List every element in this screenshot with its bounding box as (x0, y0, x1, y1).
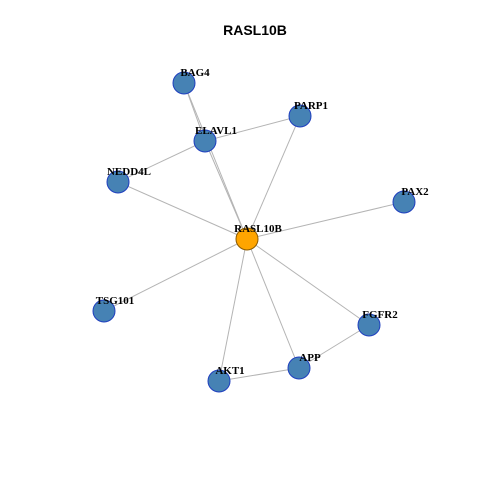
edge-rasl10b-akt1 (218, 238, 248, 382)
node-circle-fgfr2 (357, 313, 381, 337)
node-circle-akt1 (207, 369, 231, 393)
node-app: APP (287, 352, 321, 380)
edge-rasl10b-pax2 (246, 201, 405, 240)
node-label-parp1: PARP1 (294, 100, 328, 112)
edge-rasl10b-parp1 (246, 115, 301, 240)
edge-elavl1-parp1 (204, 115, 301, 142)
node-label-akt1: AKT1 (215, 365, 244, 377)
node-circle-rasl10b (235, 227, 259, 251)
node-nedd4l: NEDD4L (106, 166, 151, 194)
node-label-rasl10b: RASL10B (234, 223, 282, 235)
edge-rasl10b-tsg101 (103, 238, 248, 312)
edge-rasl10b-bag4 (183, 82, 248, 240)
edges-layer (103, 82, 405, 382)
edge-app-fgfr2 (298, 324, 370, 369)
node-label-pax2: PAX2 (401, 186, 429, 198)
edge-app-akt1 (218, 367, 300, 382)
node-bag4: BAG4 (172, 67, 210, 95)
node-circle-parp1 (288, 104, 312, 128)
node-circle-nedd4l (106, 170, 130, 194)
node-label-elavl1: ELAVL1 (195, 125, 237, 137)
node-parp1: PARP1 (288, 100, 328, 128)
node-akt1: AKT1 (207, 365, 245, 393)
node-elavl1: ELAVL1 (193, 125, 237, 153)
edge-elavl1-nedd4l (117, 140, 206, 183)
edge-rasl10b-nedd4l (117, 181, 248, 240)
edge-rasl10b-elavl1 (204, 140, 248, 240)
node-circle-bag4 (172, 71, 196, 95)
diagram-title: RASL10B (223, 22, 287, 38)
node-circle-app (287, 356, 311, 380)
node-label-bag4: BAG4 (180, 67, 210, 79)
node-label-tsg101: TSG101 (96, 295, 135, 307)
edge-rasl10b-fgfr2 (246, 238, 370, 326)
node-label-app: APP (299, 352, 321, 364)
node-circle-elavl1 (193, 129, 217, 153)
node-pax2: PAX2 (392, 186, 429, 214)
edge-rasl10b-app (246, 238, 300, 369)
node-circle-pax2 (392, 190, 416, 214)
node-label-fgfr2: FGFR2 (362, 309, 398, 321)
node-rasl10b: RASL10B (234, 223, 282, 251)
node-circle-tsg101 (92, 299, 116, 323)
node-fgfr2: FGFR2 (357, 309, 398, 337)
node-label-nedd4l: NEDD4L (107, 166, 151, 178)
node-tsg101: TSG101 (92, 295, 135, 323)
